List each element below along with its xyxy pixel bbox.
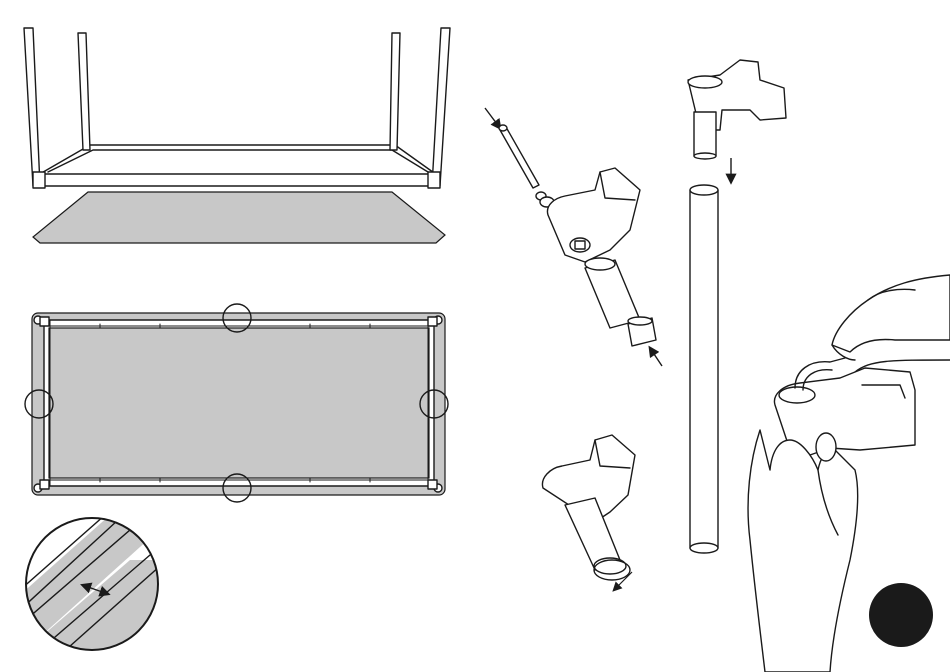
table-top-panel-icon [33, 192, 445, 243]
frame-top-view-icon [25, 304, 448, 502]
edge-gap-magnifier-icon [20, 515, 170, 655]
screw-bracket-exploded-icon [485, 108, 662, 366]
table-frame-with-legs-icon [24, 28, 450, 188]
bracket-assembled-icon [542, 435, 635, 590]
step-marker-dot-icon [869, 583, 933, 647]
